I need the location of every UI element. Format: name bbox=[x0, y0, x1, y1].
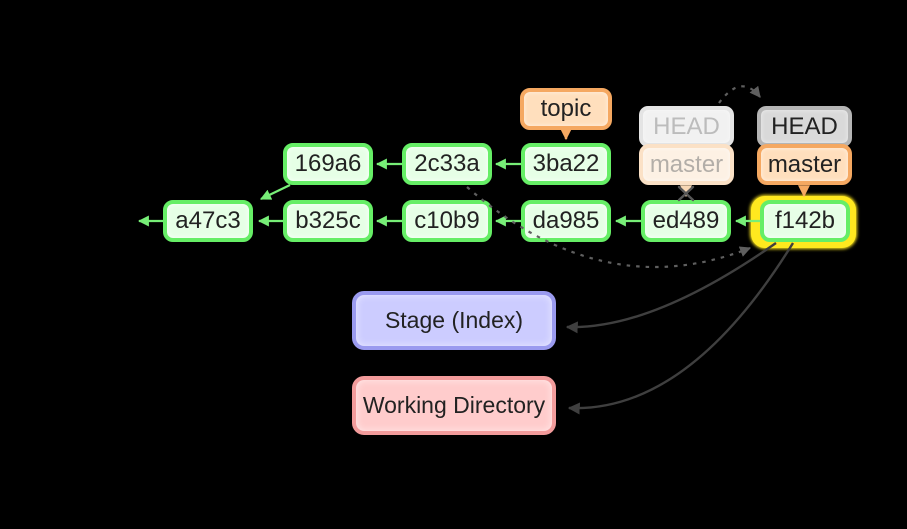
head-label-text: HEAD bbox=[771, 112, 838, 140]
stage-index-label: Stage (Index) bbox=[384, 307, 524, 333]
arrow-f142b-to-stage bbox=[565, 242, 777, 334]
branch-label-master-previous: master bbox=[639, 144, 734, 185]
head-label-current: HEAD bbox=[757, 106, 852, 147]
commit-label: ed489 bbox=[652, 207, 720, 234]
commit-label: 2c33a bbox=[414, 150, 480, 177]
commit-node-b325c: b325c bbox=[283, 200, 373, 242]
branch-label-master-current: master bbox=[757, 144, 852, 185]
branch-label-text: master bbox=[767, 150, 842, 178]
commit-node-2c33a: 2c33a bbox=[402, 143, 492, 185]
commit-node-c10b9: c10b9 bbox=[402, 200, 492, 242]
x-removed-pointer-icon bbox=[677, 185, 695, 202]
commit-node-f142b: f142b bbox=[760, 200, 850, 242]
branch-label-text: topic bbox=[540, 95, 592, 122]
dashed-arrow-head-move bbox=[718, 85, 761, 104]
arrow-f142b-to-working-directory bbox=[567, 242, 795, 415]
commit-node-3ba22: 3ba22 bbox=[521, 143, 611, 185]
commit-node-ed489: ed489 bbox=[641, 200, 731, 242]
commit-node-169a6: 169a6 bbox=[283, 143, 373, 185]
commit-label: da985 bbox=[532, 207, 600, 234]
branch-label-topic: topic bbox=[520, 88, 612, 130]
commit-node-a47c3: a47c3 bbox=[163, 200, 253, 242]
commit-label: c10b9 bbox=[414, 207, 480, 234]
commit-node-da985: da985 bbox=[521, 200, 611, 242]
arrow-169a6-to-a47c3 bbox=[260, 184, 291, 200]
branch-label-text: master bbox=[649, 150, 724, 178]
working-directory-label: Working Directory bbox=[362, 392, 546, 418]
working-directory-box: Working Directory bbox=[352, 376, 556, 435]
commit-label: b325c bbox=[295, 207, 361, 234]
head-label-previous: HEAD bbox=[639, 106, 734, 147]
commit-label: 3ba22 bbox=[532, 150, 600, 177]
commit-label: f142b bbox=[774, 207, 836, 234]
commit-label: a47c3 bbox=[175, 207, 241, 234]
head-label-text: HEAD bbox=[653, 112, 720, 140]
commit-label: 169a6 bbox=[294, 150, 362, 177]
stage-index-box: Stage (Index) bbox=[352, 291, 556, 350]
